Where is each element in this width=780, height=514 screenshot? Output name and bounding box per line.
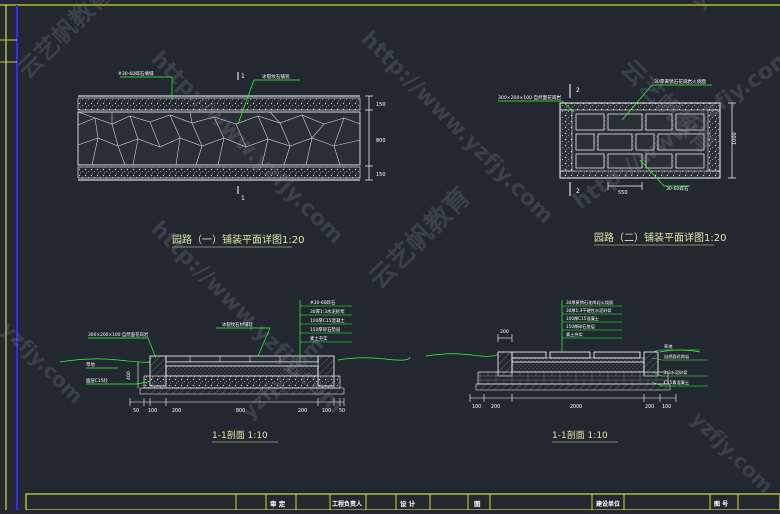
plan2-note-gravel: 30-60碎石 [666, 185, 689, 192]
sec1-dim-3: 200 [172, 408, 181, 414]
sec1-note-2: 30厚1:3水泥砂浆 [310, 308, 345, 315]
sec2-note-grass: 草地 [664, 343, 673, 350]
sec2-note-mortar: 1:3水泥砂浆 [664, 369, 688, 376]
plan-1: 1 1 [77, 70, 386, 248]
tb-drawing: 图 [474, 499, 481, 508]
plan1-title: 园路（一）铺装平面详图1:20 [172, 233, 304, 246]
watermark-domain-4: yzfjy.com [686, 407, 778, 499]
title-block: 审 定 工程负责人 设 计 图 建设单位 图 号 [25, 493, 780, 511]
tb-client: 建设单位 [596, 500, 620, 508]
sec1-dim-4: 800 [236, 408, 245, 414]
watermark-brand-1: 云艺帆教育 [12, 0, 117, 84]
watermark-layer: http://www.yzfjy.com http://www.yzfjy.co… [0, 0, 780, 498]
sec1-note-grass: 草地 [86, 361, 95, 368]
sec1-note-4: 150厚碎石垫层 [310, 326, 341, 333]
watermark-domain-3: yzfjy.com [687, 0, 779, 14]
sec1-dim-2: 100 [148, 408, 157, 414]
plan2-dim-right: 1000 [732, 132, 738, 145]
sec2-title: 1-1剖面 1:10 [552, 429, 608, 441]
sec2-base-layer [477, 371, 669, 385]
plan1-section-mark-top: 1 [241, 73, 245, 80]
tb-project-lead: 工程负责人 [332, 500, 363, 508]
sec2-note-granite: 自然面花岗岩 [664, 353, 689, 360]
sec2-dim-4: 200 [645, 404, 654, 410]
sec2-note-4: 150厚碎石垫层 [566, 323, 595, 330]
sec2-dim-2: 200 [491, 404, 500, 410]
section-2: 200 100 200 2000 200 100 30厚黄锈石花岗岩火烧面 30… [425, 299, 708, 443]
watermark-brand-2: 云艺帆教育 [363, 181, 477, 295]
sec2-note-1: 30厚黄锈石花岗岩火烧面 [566, 299, 613, 306]
sec2-note-2: 30厚1:3干硬性水泥砂浆 [566, 307, 612, 314]
sec2-dim-5: 100 [662, 404, 671, 410]
plan1-note-gravel: #30-60碎石填缝 [118, 70, 154, 77]
sec2-note-3: 100厚C15混凝土 [566, 315, 599, 322]
sec2-dim-1: 100 [472, 404, 481, 410]
sec1-dim-height: 400 [126, 371, 132, 380]
sec1-note-concrete: 面层C15砼 [86, 377, 108, 384]
plan1-dim-top: 150 [376, 102, 386, 108]
plan2-paving-outline [559, 102, 721, 179]
plan1-top-gravel-band [77, 97, 361, 111]
tb-design: 设 计 [400, 499, 416, 508]
sec1-note-3: 100厚C15混凝土 [310, 317, 345, 324]
plan2-section-mark-top: 2 [576, 87, 580, 94]
plan2-dim-bottom: 550 [618, 190, 628, 196]
tb-review: 审 定 [270, 499, 286, 508]
sec2-note-5: 素土夯实 [566, 331, 583, 338]
sec1-dim-1: 50 [133, 408, 139, 414]
plan1-bottom-gravel-band [77, 166, 361, 179]
sec2-dim-3: 2000 [570, 404, 582, 410]
sec1-title: 1-1剖面 1:10 [212, 429, 268, 441]
plan1-dim-bottom: 150 [376, 172, 386, 178]
sec2-note-concrete: C15素混凝土 [664, 379, 689, 386]
plan1-note-paving: 冰裂纹石铺装 [262, 73, 290, 80]
plan-2: 2 2 [498, 78, 738, 246]
plan1-dim-mid: 800 [376, 138, 386, 144]
watermark-domain-1: yzfjy.com [0, 317, 88, 409]
sec1-note-granite: 300×200×100 自然面花岗岩 [88, 331, 149, 338]
plan1-section-mark-bottom: 1 [241, 195, 245, 202]
sec1-note-paving: 冰裂纹石材铺装 [222, 321, 253, 328]
section-1: 400 50 100 200 800 200 100 50 #30-60碎石 3… [59, 299, 411, 443]
plan2-section-mark-bottom: 2 [576, 188, 580, 195]
sec1-dim-6: 100 [322, 408, 331, 414]
plan2-note-top: 30厚黄锈石花岗岩火烧面 [654, 78, 706, 85]
tb-drawing-no: 图 号 [714, 500, 728, 508]
sec1-dim-7: 50 [339, 408, 345, 414]
plan2-title: 园路（二）铺装平面详图1:20 [594, 231, 726, 244]
sec1-dim-5: 200 [298, 408, 307, 414]
plan2-note-granite: 300×200×100 自然面花岗岩 [498, 94, 561, 101]
sec1-note-5: 素土夯实 [310, 335, 328, 342]
sec1-note-1: #30-60碎石 [310, 299, 336, 306]
sec2-dim-top: 200 [500, 329, 509, 335]
